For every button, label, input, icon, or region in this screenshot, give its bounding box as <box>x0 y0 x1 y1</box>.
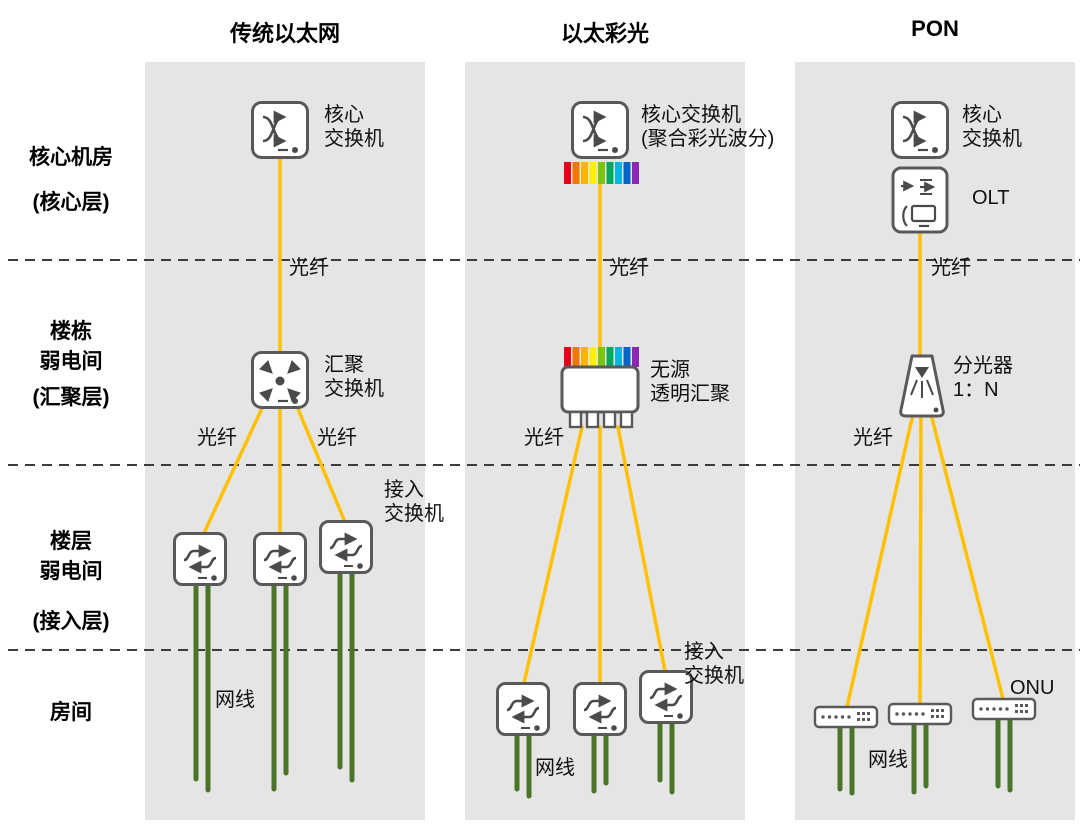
header-ethernet-color-light: 以太彩光 <box>560 21 649 46</box>
label-fiber: 光纤 <box>197 427 237 449</box>
label-cable: 网线 <box>215 689 255 711</box>
label-fiber: 光纤 <box>317 427 357 449</box>
access-switch-icon <box>575 684 626 735</box>
label-cable: 网线 <box>535 757 575 779</box>
label-onu: ONU <box>1010 677 1055 699</box>
fiber-line <box>616 425 667 673</box>
fiber-line <box>294 402 347 524</box>
label-fiber: 光纤 <box>289 257 329 279</box>
wdm-rainbow-bar-bottom <box>564 347 639 367</box>
onu-icon <box>887 702 953 726</box>
row-label-access-layer: (接入层) <box>32 610 110 633</box>
olt-icon <box>891 166 949 234</box>
network-cables <box>193 571 1013 799</box>
label-fiber: 光纤 <box>524 427 564 449</box>
fiber-line <box>918 414 923 706</box>
label-core-switch-traditional: 核心 交换机 <box>324 104 384 150</box>
access-switch-icon <box>498 684 549 735</box>
fiber-line <box>929 412 1005 701</box>
onu-icon <box>971 697 1037 721</box>
label-fiber: 光纤 <box>609 257 649 279</box>
access-switch-icon <box>175 534 226 585</box>
label-access-switch-color-light: 接入 交换机 <box>684 641 744 687</box>
label-cable: 网线 <box>868 749 908 771</box>
fiber-line <box>522 425 584 685</box>
access-switch-icon <box>255 534 306 585</box>
label-access-switch-traditional: 接入 交换机 <box>384 479 444 525</box>
row-label-room: 房间 <box>50 701 92 724</box>
label-aggregation-switch: 汇聚 交换机 <box>324 354 384 400</box>
row-label-core-room: 核心机房 <box>29 146 113 169</box>
header-pon: PON <box>911 16 959 41</box>
fiber-links <box>202 157 1005 709</box>
label-fiber: 光纤 <box>853 427 893 449</box>
passive-aggregation-icon <box>560 365 640 429</box>
label-core-switch-pon: 核心 交换机 <box>962 104 1022 150</box>
row-label-weak-room-1: 弱电间 <box>39 350 103 373</box>
access-switch-icon <box>321 522 372 573</box>
row-label-building: 楼栋 <box>50 320 92 343</box>
row-label-aggregation-layer: (汇聚层) <box>32 386 110 409</box>
core-switch-icon-color-light <box>573 103 628 158</box>
core-switch-icon-traditional <box>253 103 308 158</box>
header-traditional-ethernet: 传统以太网 <box>229 21 340 46</box>
fiber-line <box>845 412 915 709</box>
wdm-rainbow-bar-top <box>564 162 639 184</box>
row-label-core-layer: (核心层) <box>32 191 110 214</box>
label-core-switch-color-light: 核心交换机 (聚合彩光波分) <box>641 104 775 150</box>
onu-icon <box>813 705 879 729</box>
label-fiber: 光纤 <box>931 257 971 279</box>
label-passive-aggregation: 无源 透明汇聚 <box>650 359 730 405</box>
splitter-icon <box>899 354 945 418</box>
aggregation-switch-icon <box>253 353 308 408</box>
row-label-floor: 楼层 <box>50 530 92 553</box>
label-olt: OLT <box>972 187 1010 209</box>
fiber-line <box>202 402 266 535</box>
label-splitter: 分光器 1：N <box>953 355 1013 401</box>
core-switch-icon-pon <box>893 103 948 158</box>
row-label-weak-room-2: 弱电间 <box>39 560 103 583</box>
